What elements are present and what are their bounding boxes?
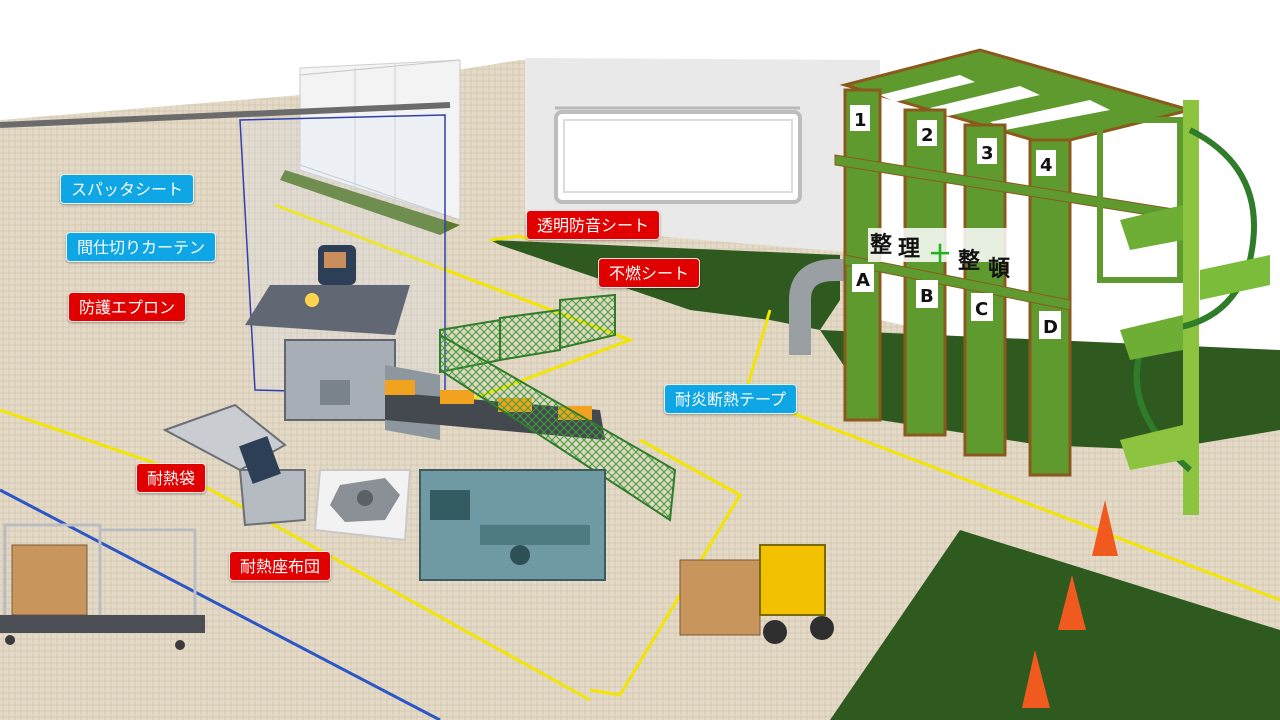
green-floor-lower: [830, 530, 1280, 720]
column-number-4: 4: [1040, 155, 1053, 176]
carts-illustration: [0, 523, 205, 650]
rack-sign-char-1: 整: [870, 232, 892, 258]
welder-illustration: [245, 245, 410, 335]
rack-sign-char-4: 整: [958, 248, 980, 274]
lathe-illustration: [419, 469, 606, 581]
label-nonflammable-sheet: 不燃シート: [598, 258, 701, 288]
column-number-2: 2: [921, 125, 934, 146]
rack-sign-char-3: ＋: [928, 240, 952, 268]
label-partition-curtain: 間仕切りカーテン: [66, 232, 217, 262]
label-spatter-sheet: スパッタシート: [60, 174, 195, 204]
rack-column-letters: A B C D: [852, 264, 1061, 339]
label-transparent-sound-sheet: 透明防音シート: [526, 210, 661, 240]
rack-sign-char-5: 頓: [988, 257, 1010, 282]
spiral-staircase: [1120, 100, 1270, 515]
column-letter-d: D: [1043, 317, 1058, 338]
transparent-sound-sheet-illustration: [554, 106, 802, 204]
duct-illustration: [789, 259, 850, 355]
rack-column-numbers: 1 2 3 4: [850, 105, 1056, 176]
heat-resistant-bag-illustration: [162, 403, 306, 527]
label-fireproof-tape: 耐炎断熱テープ: [664, 384, 798, 414]
blue-lane-line: [0, 488, 441, 720]
label-heat-resistant-cushion: 耐熱座布団: [229, 551, 332, 581]
column-letter-a: A: [856, 270, 870, 291]
column-letter-c: C: [975, 299, 988, 320]
column-number-1: 1: [854, 110, 867, 131]
label-protective-apron: 防護エプロン: [68, 292, 187, 322]
rack-sign: 整 理 ＋ 整 頓: [868, 228, 1018, 282]
mesh-fences: [439, 293, 677, 522]
forklift-illustration: [679, 544, 834, 644]
traffic-cones: [1022, 500, 1118, 708]
storage-rack: [834, 48, 1196, 477]
rack-sign-char-2: 理: [898, 237, 920, 262]
column-number-3: 3: [981, 143, 994, 164]
partition-curtain-panels: [280, 59, 461, 235]
label-heat-resistant-bag: 耐熱袋: [136, 463, 207, 493]
column-letter-b: B: [920, 286, 934, 307]
heat-resistant-cushion-illustration: [313, 469, 412, 542]
